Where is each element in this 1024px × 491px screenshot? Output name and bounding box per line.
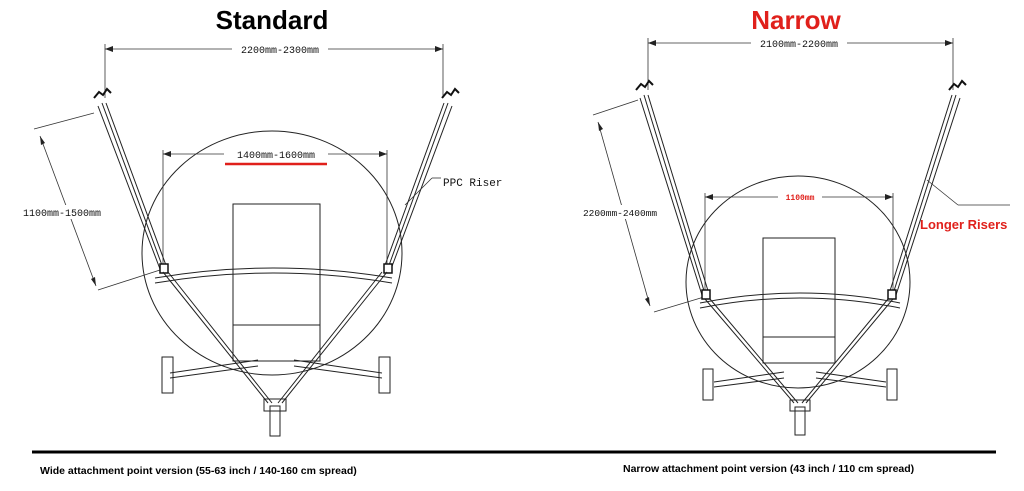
- standard-inner-span-dimension: 1400mm-1600mm: [162, 147, 388, 268]
- narrow-trike-frame: [699, 237, 901, 436]
- standard-diagram: Standard 2200mm-2300mm 1400mm-1600mm: [14, 5, 502, 437]
- narrow-riser-label-group: Longer Risers: [920, 179, 1010, 232]
- standard-front-wheel: [269, 405, 281, 437]
- standard-left-carabiner-icon: [93, 87, 112, 99]
- standard-outer-span-label: 2200mm-2300mm: [241, 46, 319, 57]
- standard-wing-outline: [141, 130, 403, 376]
- narrow-left-wheel: [702, 368, 714, 401]
- narrow-risers: [635, 79, 967, 300]
- standard-riser-label-group: PPC Riser: [404, 177, 502, 206]
- narrow-front-wheel: [794, 406, 806, 436]
- standard-right-wheel: [378, 356, 391, 394]
- standard-title: Standard: [216, 5, 329, 35]
- narrow-title: Narrow: [751, 5, 841, 35]
- narrow-riser-length-dimension: 2200mm-2400mm: [574, 99, 705, 313]
- standard-riser-label: PPC Riser: [443, 178, 502, 190]
- narrow-outer-span-label: 2100mm-2200mm: [760, 40, 838, 51]
- narrow-caption: Narrow attachment point version (43 inch…: [623, 463, 914, 475]
- standard-outer-span-dimension: 2200mm-2300mm: [104, 42, 444, 98]
- standard-trike-frame: [154, 203, 393, 437]
- narrow-seat: [762, 237, 836, 364]
- standard-riser-length-dimension: 1100mm-1500mm: [14, 112, 161, 291]
- narrow-outer-span-dimension: 2100mm-2200mm: [647, 36, 954, 90]
- standard-right-carabiner-icon: [441, 87, 460, 99]
- standard-risers: [93, 87, 460, 274]
- narrow-right-wheel: [886, 368, 898, 401]
- narrow-inner-span-label: 1100mm: [786, 194, 815, 203]
- narrow-right-carabiner-icon: [948, 79, 967, 91]
- narrow-riser-length-label: 2200mm-2400mm: [583, 208, 657, 219]
- standard-riser-length-label: 1100mm-1500mm: [23, 209, 101, 220]
- standard-inner-span-label: 1400mm-1600mm: [237, 151, 315, 162]
- standard-seat: [232, 203, 321, 362]
- standard-caption: Wide attachment point version (55-63 inc…: [40, 465, 357, 477]
- narrow-inner-span-dimension: 1100mm: [704, 191, 894, 295]
- standard-left-wheel: [161, 356, 174, 394]
- narrow-diagram: Narrow 2100mm-2200mm 1100mm: [574, 5, 1010, 436]
- narrow-left-carabiner-icon: [635, 79, 654, 91]
- narrow-wing-outline: [685, 175, 911, 389]
- narrow-riser-label: Longer Risers: [920, 217, 1007, 232]
